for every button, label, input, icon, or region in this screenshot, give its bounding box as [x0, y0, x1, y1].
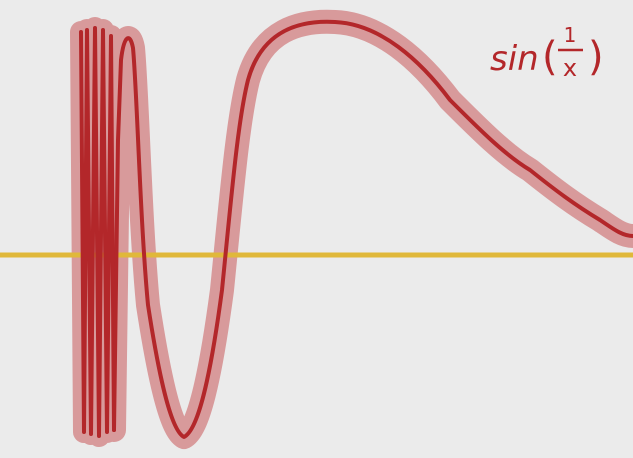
function-label-numerator: 1	[564, 23, 577, 47]
function-label: sin ( 1 x )	[490, 23, 604, 82]
function-label-denominator: x	[563, 54, 577, 82]
function-label-close-paren: )	[588, 34, 604, 80]
curve-oscillation-1	[79, 26, 116, 438]
function-label-prefix: sin	[490, 39, 539, 79]
curve-group	[79, 19, 633, 439]
function-label-open-paren: (	[542, 34, 558, 80]
curve-main	[112, 19, 633, 439]
